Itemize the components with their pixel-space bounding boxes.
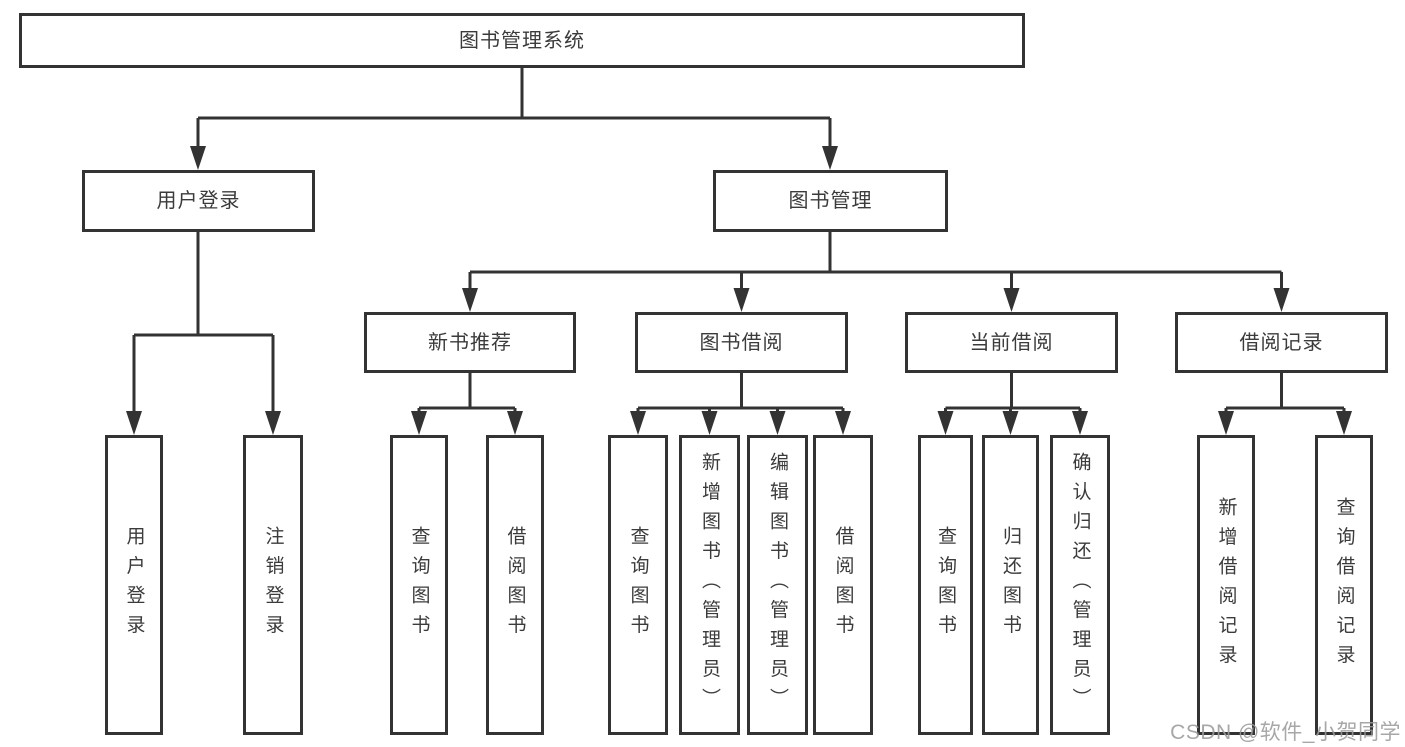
leaf-user-login: 用户登录 (105, 435, 163, 735)
arrowhead (701, 411, 718, 435)
leaf-label: 确认归还（管理员） (1069, 452, 1091, 718)
arrowhead (733, 288, 750, 312)
arrowhead (835, 411, 851, 435)
arrowhead (937, 411, 954, 435)
node-label: 图书管理系统 (459, 29, 585, 52)
leaf-logout: 注销登录 (243, 435, 303, 735)
node-label: 图书借阅 (699, 331, 784, 354)
arrowhead (190, 146, 206, 170)
node-book-borrowing: 图书借阅 (635, 312, 848, 373)
leaf-label: 新增借阅记录 (1215, 496, 1237, 674)
arrowhead (630, 411, 646, 435)
arrowhead (769, 411, 786, 435)
leaf-query-books-borrow: 查询图书 (608, 435, 668, 735)
leaf-label: 注销登录 (262, 526, 284, 644)
arrowhead (1273, 288, 1290, 312)
leaf-return-book: 归还图书 (982, 435, 1039, 735)
node-label: 图书管理 (788, 190, 873, 212)
node-book-management: 图书管理 (713, 170, 948, 232)
arrowhead (1072, 411, 1088, 435)
leaf-label: 用户登录 (123, 526, 145, 644)
arrowhead (1002, 411, 1019, 435)
arrowhead (507, 411, 523, 435)
csdn-watermark: CSDN @软件_小贺同学 (1170, 721, 1401, 744)
leaf-label: 查询图书 (627, 526, 649, 644)
arrowhead (1336, 411, 1352, 435)
leaf-add-book-admin: 新增图书（管理员） (679, 435, 740, 735)
leaf-label: 查询图书 (408, 526, 430, 644)
arrowhead (1003, 288, 1020, 312)
node-label: 用户登录 (156, 190, 241, 212)
node-user-login: 用户登录 (82, 170, 315, 232)
leaf-label: 借阅图书 (504, 526, 526, 644)
node-current-borrowing: 当前借阅 (905, 312, 1118, 373)
node-new-book-recommend: 新书推荐 (364, 312, 576, 373)
leaf-add-borrow-record: 新增借阅记录 (1197, 435, 1255, 735)
leaf-borrow-books: 借阅图书 (813, 435, 873, 735)
arrowhead (822, 146, 838, 170)
arrowhead (1218, 411, 1234, 435)
node-borrowing-records: 借阅记录 (1175, 312, 1388, 373)
leaf-label: 借阅图书 (832, 526, 854, 644)
arrowhead (265, 411, 281, 435)
node-label: 新书推荐 (428, 331, 512, 354)
leaf-edit-book-admin: 编辑图书（管理员） (747, 435, 808, 735)
leaf-label: 查询借阅记录 (1333, 496, 1355, 674)
node-library-system: 图书管理系统 (19, 13, 1025, 68)
node-label: 借阅记录 (1239, 331, 1324, 354)
leaf-confirm-return-admin: 确认归还（管理员） (1050, 435, 1110, 735)
leaf-borrow-books-recommend: 借阅图书 (486, 435, 544, 735)
leaf-label: 编辑图书（管理员） (767, 452, 788, 718)
arrowhead (126, 411, 142, 435)
leaf-label: 归还图书 (1000, 526, 1021, 644)
leaf-query-books-current: 查询图书 (918, 435, 973, 735)
node-label: 当前借阅 (969, 331, 1054, 354)
leaf-query-borrow-record: 查询借阅记录 (1315, 435, 1373, 735)
leaf-label: 新增图书（管理员） (699, 452, 720, 718)
arrowhead (411, 411, 427, 435)
leaf-query-books-recommend: 查询图书 (390, 435, 448, 735)
arrowhead (462, 288, 478, 312)
leaf-label: 查询图书 (935, 526, 956, 644)
